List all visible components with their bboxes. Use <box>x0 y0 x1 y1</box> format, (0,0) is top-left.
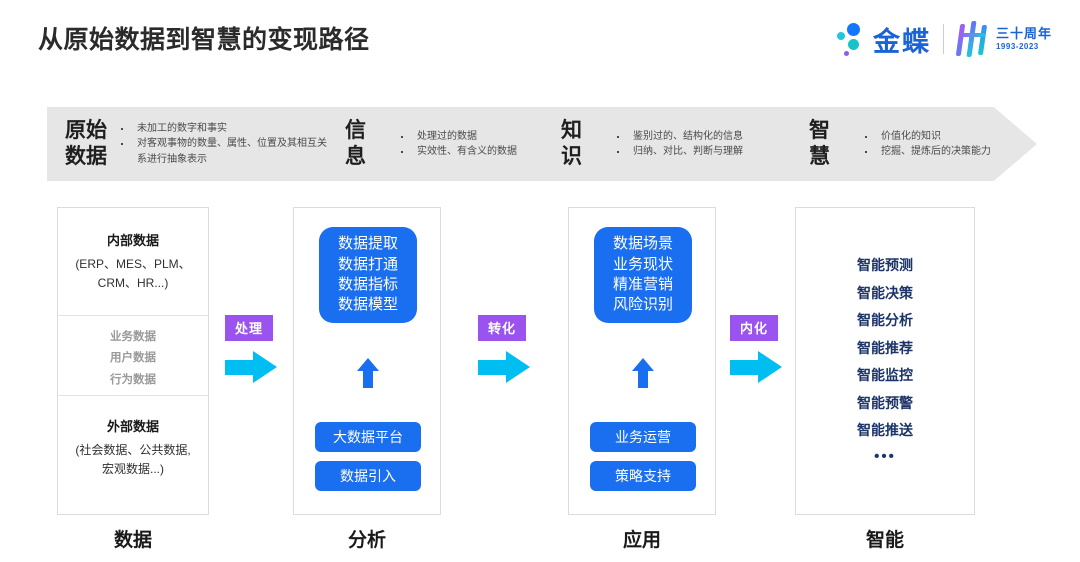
banner-bullet-text: 未加工的数字和事实 <box>137 122 227 134</box>
analysis-capability-box: 数据提取 数据打通 数据指标 数据模型 <box>319 227 417 323</box>
banner-bullet: 未加工的数字和事实 <box>121 121 327 137</box>
analysis-pill-platform: 大数据平台 <box>315 422 421 452</box>
banner-bullet-text: 归纳、对比、判断与理解 <box>633 146 743 157</box>
banner-segment-title: 知 识 <box>561 118 582 168</box>
application-pill-strategy: 策略支持 <box>590 461 696 491</box>
intelligence-item: 智能推送 <box>857 422 913 439</box>
bullet-dot-icon <box>865 151 867 153</box>
bullet-dot-icon <box>121 127 123 130</box>
banner-bullet-text: 挖掘、提炼后的决策能力 <box>881 146 991 157</box>
card-data: 内部数据 (ERP、MES、PLM、 CRM、HR...) 业务数据 用户数据 … <box>57 207 209 515</box>
external-data-title: 外部数据 <box>106 419 159 434</box>
banner-bullet-text: 鉴别过的、结构化的信息 <box>633 130 743 142</box>
brand-logo: 金蝶 三十周年 1993-2023 <box>835 18 1052 60</box>
banner-segment-raw-data: 原始 数据 未加工的数字和事实 对客观事物的数量、属性、位置及其相互关系进行抽象… <box>65 107 345 181</box>
application-pill-operations: 业务运营 <box>590 422 696 452</box>
bullet-dot-icon <box>617 151 619 153</box>
data-type-item: 用户数据 <box>110 352 156 365</box>
application-capability-box: 数据场景 业务现状 精准营销 风险识别 <box>594 227 692 323</box>
transition-internalize: 内化 <box>730 315 792 383</box>
anniversary-years: 1993-2023 <box>995 41 1039 51</box>
internal-data-sources: (ERP、MES、PLM、 CRM、HR...) <box>75 257 191 290</box>
banner-segment-information: 信 息 处理过的数据 实效性、有含义的数据 <box>345 107 555 181</box>
card-intelligence <box>795 207 975 515</box>
right-arrow-icon <box>225 351 283 383</box>
banner-bullet: 对客观事物的数量、属性、位置及其相互关系进行抽象表示 <box>121 136 327 167</box>
right-arrow-icon <box>478 351 536 383</box>
intelligence-item: 智能预测 <box>857 257 913 273</box>
banner-segment-title: 信 息 <box>345 118 366 168</box>
anniversary-mark-icon <box>955 21 990 57</box>
column-label-application: 应用 <box>622 530 661 551</box>
intelligence-item: 智能推荐 <box>857 339 913 356</box>
banner-bullet: 价值化的知识 <box>865 129 991 145</box>
banner-bullet-text: 价值化的知识 <box>881 130 941 142</box>
maturity-banner-arrow <box>47 107 1037 181</box>
banner-bullet: 归纳、对比、判断与理解 <box>617 144 743 160</box>
intelligence-item: 智能预警 <box>857 394 913 411</box>
bullet-dot-icon <box>401 135 403 138</box>
internal-data-section: 内部数据 (ERP、MES、PLM、 CRM、HR...) <box>58 208 208 315</box>
brand-name: 金蝶 <box>872 26 931 57</box>
bullet-dot-icon <box>617 135 619 138</box>
right-arrow-icon <box>730 351 788 383</box>
banner-segment-knowledge: 知 识 鉴别过的、结构化的信息 归纳、对比、判断与理解 <box>561 107 801 181</box>
data-types-section: 业务数据 用户数据 行为数据 <box>58 315 208 396</box>
banner-bullet: 鉴别过的、结构化的信息 <box>617 129 743 145</box>
intelligence-capability-list: 智能预测 智能决策 智能分析 智能推荐 智能监控 智能预警 智能推送 ••• <box>795 252 975 469</box>
column-label-intelligence: 智能 <box>865 530 904 551</box>
banner-segment-wisdom: 智 慧 价值化的知识 挖掘、提炼后的决策能力 <box>809 107 1009 181</box>
column-label-analysis: 分析 <box>347 530 386 551</box>
banner-segment-title: 智 慧 <box>809 118 830 168</box>
column-label-data: 数据 <box>113 530 152 551</box>
bullet-dot-icon <box>121 143 123 146</box>
transition-badge-label: 转化 <box>478 315 526 341</box>
data-type-item: 行为数据 <box>110 373 156 386</box>
banner-content: 原始 数据 未加工的数字和事实 对客观事物的数量、属性、位置及其相互关系进行抽象… <box>47 107 1037 181</box>
kingdee-dots-icon <box>835 22 867 56</box>
up-arrow-icon <box>357 358 379 388</box>
external-data-sources: (社会数据、公共数据, 宏观数据...) <box>75 443 191 476</box>
banner-segment-title: 原始 数据 <box>65 118 107 168</box>
banner-bullet-text: 处理过的数据 <box>417 130 477 142</box>
analysis-pill-ingestion: 数据引入 <box>315 461 421 491</box>
anniversary-badge: 三十周年 1993-2023 <box>955 21 1052 57</box>
banner-bullet: 处理过的数据 <box>401 129 517 145</box>
intelligence-ellipsis: ••• <box>874 448 896 466</box>
banner-bullet: 挖掘、提炼后的决策能力 <box>865 144 991 160</box>
transition-badge-label: 内化 <box>730 315 778 341</box>
anniversary-label: 三十周年 <box>995 25 1052 41</box>
external-data-section: 外部数据 (社会数据、公共数据, 宏观数据...) <box>58 396 208 478</box>
transition-transform: 转化 <box>478 315 540 383</box>
banner-bullet-text: 实效性、有含义的数据 <box>417 146 517 157</box>
data-type-item: 业务数据 <box>110 331 156 343</box>
internal-data-title: 内部数据 <box>106 233 159 248</box>
logo-divider <box>942 24 944 54</box>
transition-process: 处理 <box>225 315 287 383</box>
page-title: 从原始数据到智慧的变现路径 <box>38 26 370 54</box>
up-arrow-icon <box>632 358 654 388</box>
banner-bullet-text: 对客观事物的数量、属性、位置及其相互关系进行抽象表示 <box>137 138 327 165</box>
bullet-dot-icon <box>401 151 403 153</box>
intelligence-item: 智能决策 <box>857 284 913 301</box>
banner-bullet: 实效性、有含义的数据 <box>401 144 517 160</box>
intelligence-item: 智能分析 <box>857 312 913 329</box>
bullet-dot-icon <box>865 135 867 138</box>
intelligence-item: 智能监控 <box>857 367 913 384</box>
transition-badge-label: 处理 <box>225 315 273 341</box>
